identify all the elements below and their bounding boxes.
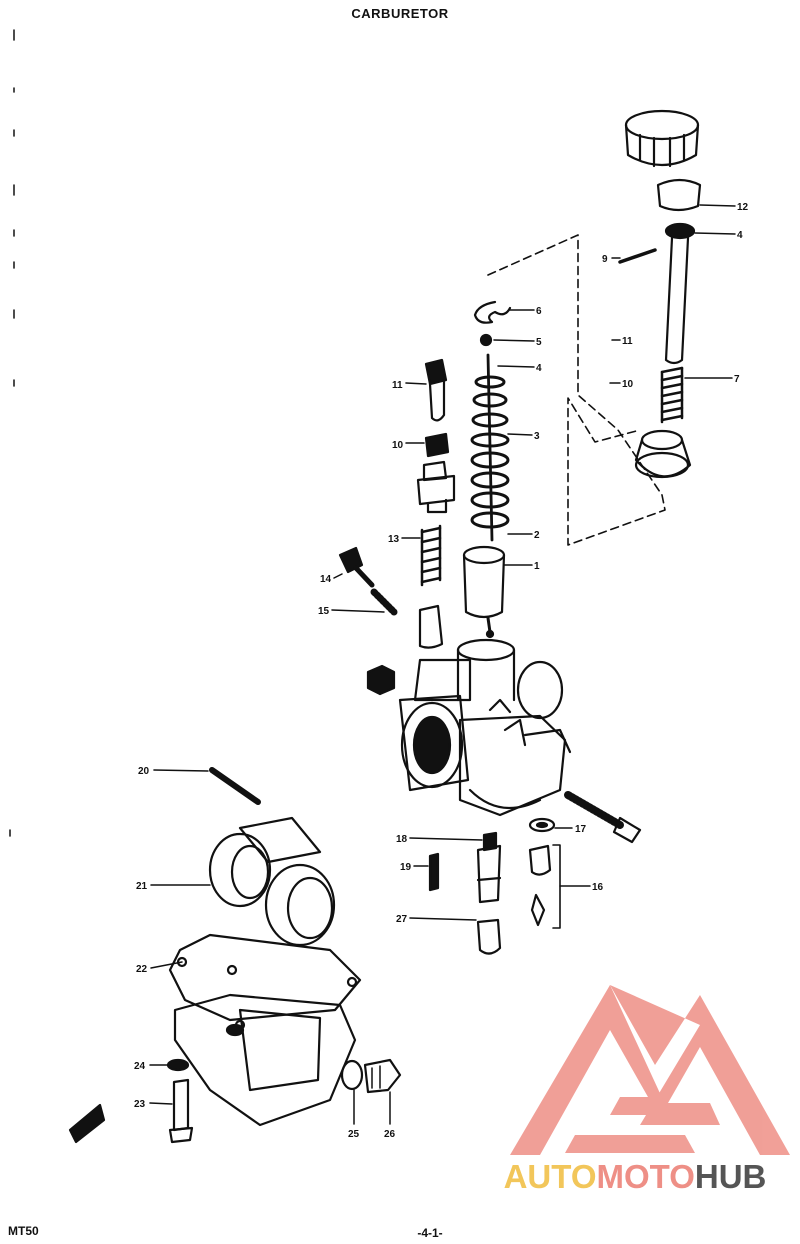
front-direction-arrow [68, 1103, 106, 1144]
callout-21: 21 [136, 881, 148, 892]
hex-nut [366, 664, 396, 696]
callout-18: 18 [396, 834, 408, 845]
lock-nut-left [424, 432, 450, 458]
cable-fitting [416, 460, 456, 514]
callout-11-right: 11 [622, 336, 633, 347]
callout-15: 15 [318, 606, 330, 617]
starter-plunger [418, 604, 444, 649]
callout-7: 7 [734, 374, 740, 385]
callout-1: 1 [534, 561, 540, 572]
float-chamber-gasket [168, 933, 362, 1031]
throttle-stop-screw [528, 791, 642, 844]
dashed-guide-line [487, 234, 666, 546]
callout-23: 23 [134, 1099, 146, 1110]
float-valve [528, 844, 561, 929]
drain-bolt [168, 1078, 194, 1144]
small-pin [618, 248, 657, 264]
callout-11-left: 11 [392, 380, 403, 391]
automotohub-logo-icon [510, 985, 790, 1155]
wordmark-moto: MOTO [596, 1158, 695, 1195]
cap-sleeve [656, 178, 702, 212]
lower-cap [634, 429, 692, 479]
callout-19: 19 [400, 862, 412, 873]
callout-24: 24 [134, 1061, 146, 1072]
callout-14: 14 [320, 574, 332, 585]
callout-27: 27 [396, 914, 408, 925]
needle-ball [479, 333, 493, 347]
throttle-slide [462, 545, 506, 639]
wordmark-hub: HUB [694, 1158, 767, 1195]
callout-labels: 12 4 9 6 5 4 11 10 7 11 3 10 13 2 1 14 1… [134, 202, 749, 1140]
callout-10-left: 10 [392, 440, 404, 451]
callout-5: 5 [536, 337, 542, 348]
throttle-spring [660, 366, 684, 424]
callout-4-needle: 4 [536, 363, 542, 374]
callout-25: 25 [348, 1129, 360, 1140]
leader-lines [149, 204, 736, 1125]
wordmark-auto: AUTO [503, 1158, 597, 1195]
main-jet [428, 852, 440, 892]
callout-20: 20 [138, 766, 150, 777]
float-pin-cap [476, 918, 502, 955]
model-label: MT50 [8, 1224, 39, 1238]
callout-22: 22 [136, 964, 148, 975]
page-number: -4-1- [417, 1226, 443, 1240]
callout-17: 17 [575, 824, 587, 835]
callout-26: 26 [384, 1129, 396, 1140]
needle-clip [473, 300, 512, 324]
float-arm-pin [209, 767, 261, 805]
callout-16: 16 [592, 882, 604, 893]
main-jet-holder [476, 831, 502, 904]
pilot-screw-spring [370, 588, 398, 616]
slide-spring [470, 375, 510, 529]
mixing-chamber-cap [624, 109, 700, 168]
automotohub-wordmark: AUTOMOTOHUB [470, 1158, 800, 1196]
drain-plug-gasket [340, 1059, 364, 1091]
air-screw-left [424, 358, 448, 422]
callout-6: 6 [536, 306, 542, 317]
float-bowl [173, 993, 357, 1127]
callout-9: 9 [602, 254, 608, 265]
callout-13: 13 [388, 534, 400, 545]
callout-2: 2 [534, 530, 540, 541]
drain-washer [166, 1058, 190, 1072]
page-title: CARBURETOR [351, 6, 449, 21]
cable-adjuster-rod [664, 222, 696, 365]
callout-10-right: 10 [622, 379, 634, 390]
callout-12: 12 [737, 202, 749, 213]
margin-marks [9, 29, 15, 837]
idle-spring [420, 524, 442, 587]
callout-4: 4 [737, 230, 743, 241]
float-assembly [208, 816, 336, 947]
drain-plug [363, 1058, 402, 1094]
callout-3: 3 [534, 431, 540, 442]
pilot-screw [338, 546, 375, 588]
carburetor-body [398, 638, 572, 817]
